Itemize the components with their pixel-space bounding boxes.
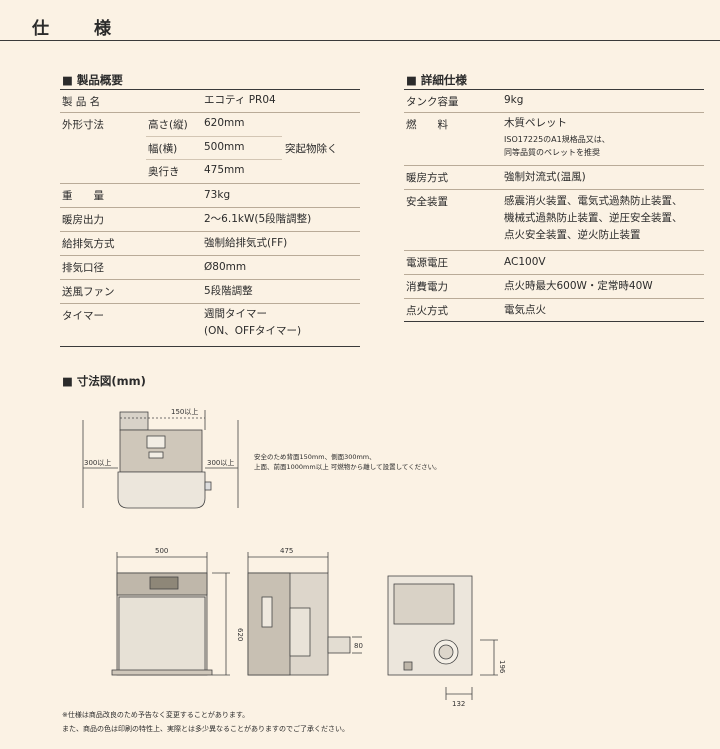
clearance-left-label: 300以上 [84,458,111,467]
row-timer: タイマー 週間タイマー (ON、OFFタイマー) [60,304,360,347]
timer-value-1: 週間タイマー [204,308,267,320]
details-table: タンク容量 9kg 燃 料 木質ペレット ISO17225のA1規格品又は、 同… [404,89,704,322]
power-value: 点火時最大600W・定常時40W [504,280,653,292]
safety-note-line-2: 上面、前面1000mm以上 可燃物から離して設置してください。 [254,463,441,471]
row-voltage: 電源電圧 AC100V [404,251,704,275]
row-weight: 重 量 73kg [60,184,360,208]
voltage-value: AC100V [504,256,546,268]
fuel-note-2: 同等品質のペレットを推奨 [504,148,600,157]
row-heating-method: 暖房方式 強制対流式(温風) [404,166,704,190]
footnote-line-2: また、商品の色は印刷の特性上、実際とは多少異なることがありますのでご了承ください… [62,725,349,733]
exhaust-method-label: 給排気方式 [62,238,115,250]
details-heading: ■ 詳細仕様 [406,73,467,87]
depth-label: 奥行き [148,166,180,178]
product-name-value: エコティ PR04 [204,94,276,106]
clearance-right-label: 300以上 [207,458,234,467]
width-value: 500mm [204,141,245,153]
row-heating-output: 暖房出力 2～6.1kW(5段階調整) [60,208,360,232]
row-fan: 送風ファン 5段階調整 [60,280,360,304]
drawing-heading: ■ 寸法図(mm) [62,374,146,388]
row-product-name: 製 品 名 エコティ PR04 [60,89,360,113]
side-view [247,552,362,676]
front-view [111,552,230,676]
dim-row-width: 幅(横) 500mm [146,137,282,160]
overview-table: 製 品 名 エコティ PR04 外形寸法 高さ(縦) 620mm 幅(横) 50… [60,89,360,347]
top-view [82,410,239,509]
row-tank: タンク容量 9kg [404,89,704,113]
ignition-label: 点火方式 [406,305,448,317]
power-label: 消費電力 [406,281,448,293]
row-fuel: 燃 料 木質ペレット ISO17225のA1規格品又は、 同等品質のペレットを推… [404,113,704,166]
clearance-back-label: 150以上 [171,407,198,416]
row-power: 消費電力 点火時最大600W・定常時40W [404,275,704,299]
exhaust-diameter-label: 排気口径 [62,262,104,274]
heating-output-value: 2～6.1kW(5段階調整) [204,213,312,225]
page-title: 仕 様 [32,19,125,39]
exhaust-method-value: 強制給排気式(FF) [204,237,288,249]
safety-value-2: 機械式過熱防止装置、逆圧安全装置、 [504,212,683,224]
timer-value-2: (ON、OFFタイマー) [204,325,302,337]
fuel-note-1: ISO17225のA1規格品又は、 [504,135,610,144]
pipe-dimension: 80 [354,642,363,650]
weight-value: 73kg [204,189,231,201]
height-value: 620mm [204,117,245,129]
voltage-label: 電源電圧 [406,257,448,269]
safety-value-3: 点火安全装置、逆火防止装置 [504,229,641,241]
safety-note: 安全のため背面150mm、側面300mm、 上面、前面1000mm以上 可燃物か… [254,452,441,472]
depth-value: 475mm [204,164,245,176]
safety-label: 安全装置 [406,196,448,208]
height-label: 高さ(縦) [148,119,188,131]
fuel-value: 木質ペレット [504,117,567,129]
exhaust-diameter-value: Ø80mm [204,261,247,273]
title-divider [0,40,720,41]
heating-method-value: 強制対流式(温風) [504,171,586,183]
height-dimension: 620 [236,628,244,641]
footnotes: ※仕様は商品改良のため予告なく変更することがあります。 また、商品の色は印刷の特… [62,708,349,736]
dimensions-note: 突起物除く [285,143,338,155]
weight-label: 重 量 [62,190,104,202]
dimensions-label: 外形寸法 [62,119,104,131]
width-dimension: 500 [155,547,168,555]
ignition-value: 電気点火 [504,304,546,316]
row-safety: 安全装置 感震消火装置、電気式過熱防止装置、 機械式過熱防止装置、逆圧安全装置、… [404,190,704,251]
fuel-label: 燃 料 [406,119,448,131]
row-exhaust-method: 給排気方式 強制給排気式(FF) [60,232,360,256]
pipe-height-dimension: 196 [498,660,506,674]
pipe-offset-dimension: 132 [452,700,465,708]
back-view [387,575,498,700]
tank-value: 9kg [504,94,524,106]
dimension-drawing: 150以上 300以上 300以上 500 475 620 80 196 132 [82,407,506,708]
dim-row-height: 高さ(縦) 620mm [146,113,282,137]
row-exhaust-diameter: 排気口径 Ø80mm [60,256,360,280]
row-ignition: 点火方式 電気点火 [404,299,704,322]
product-name-label: 製 品 名 [62,96,101,108]
footnote-line-1: ※仕様は商品改良のため予告なく変更することがあります。 [62,711,250,719]
overview-heading: ■ 製品概要 [62,73,123,87]
safety-value-1: 感震消火装置、電気式過熱防止装置、 [504,195,683,207]
dimensions-subtable: 高さ(縦) 620mm 幅(横) 500mm 奥行き 475mm [146,113,282,183]
fan-label: 送風ファン [62,286,115,298]
depth-dimension: 475 [280,547,293,555]
tank-label: タンク容量 [406,96,459,108]
dim-row-depth: 奥行き 475mm [146,160,282,182]
safety-note-line-1: 安全のため背面150mm、側面300mm、 [254,453,376,461]
heating-method-label: 暖房方式 [406,172,448,184]
heating-output-label: 暖房出力 [62,214,104,226]
row-dimensions: 外形寸法 高さ(縦) 620mm 幅(横) 500mm 奥行き 475mm 突起… [60,113,360,184]
fan-value: 5段階調整 [204,285,253,297]
timer-label: タイマー [62,310,104,322]
width-label: 幅(横) [148,143,178,155]
